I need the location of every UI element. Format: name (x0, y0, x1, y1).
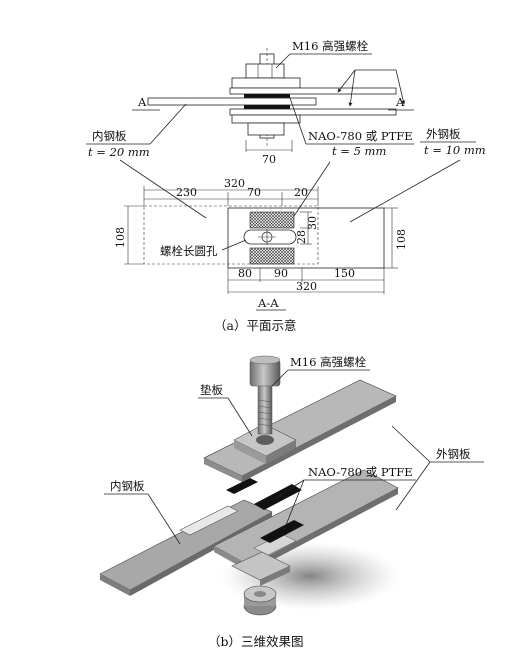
nut (247, 122, 285, 136)
outer-plate-label-plan: 外钢板 (426, 127, 461, 141)
outer-plate-plan (227, 207, 385, 269)
dim-90: 90 (274, 267, 288, 280)
outer-plate-label-3d: 外钢板 (436, 447, 471, 461)
dim-230: 230 (176, 186, 197, 199)
inner-plate-label-plan: 内钢板 (92, 129, 127, 143)
dim-150: 150 (334, 267, 355, 280)
pad-label-plan: NAO-780 或 PTFE (308, 129, 413, 143)
inner-plate-thickness: t = 20 mm (88, 145, 150, 159)
dim-70-plan: 70 (247, 186, 261, 199)
bolt-label-plan: M16 高强螺栓 (292, 39, 369, 53)
dim-28: 28 (295, 230, 308, 244)
pad-top (244, 94, 290, 98)
elevation-view: A A M16 高强螺栓 外钢板 t = 10 mm 内钢板 t = 20 mm… (86, 39, 486, 166)
dim-70-elevation: 70 (262, 153, 276, 166)
washer-bottom (231, 114, 301, 124)
dim-30: 30 (306, 216, 319, 230)
inner-plate-label-3d: 内钢板 (110, 479, 145, 493)
section-mark-right: A (395, 95, 405, 109)
caption-b: （b）三维效果图 (208, 634, 304, 649)
pad-3d-1 (226, 478, 258, 494)
inner-plate-plan (143, 205, 319, 265)
pad-label-3d: NAO-780 或 PTFE (308, 465, 413, 479)
slot-label: 螺栓长圆孔 (160, 244, 218, 258)
dim-320-bottom: 320 (296, 280, 317, 293)
outer-plate-bottom (229, 108, 397, 116)
pad-thickness: t = 5 mm (332, 144, 386, 158)
plan-view: 320 230 70 20 30 28 108 (114, 159, 461, 333)
bolt-shank-3d (257, 383, 273, 435)
inner-plate (147, 97, 317, 106)
dim-108-right: 108 (395, 229, 408, 250)
outer-plate-upper-3d (203, 379, 397, 477)
pad-bottom (244, 105, 290, 109)
caption-a: （a）平面示意 (214, 318, 296, 333)
dim-108-left: 108 (114, 227, 127, 248)
washer-label: 垫板 (200, 383, 223, 397)
isometric-view: M16 高强螺栓 垫板 外钢板 NAO-780 或 PTFE 内钢板 （b）三维… (99, 355, 484, 649)
dim-320-top: 320 (224, 177, 245, 190)
washer-top (231, 77, 301, 89)
pad-lower-plan (249, 247, 295, 265)
dim-20: 20 (294, 186, 308, 199)
pad-upper-plan (249, 211, 295, 229)
outer-plate-thickness: t = 10 mm (424, 143, 486, 157)
section-mark-left: A (137, 95, 147, 109)
pad-3d-3 (260, 520, 304, 543)
bolt-label-3d: M16 高强螺栓 (290, 355, 367, 369)
dim-80: 80 (238, 267, 252, 280)
inner-plate-slot (179, 505, 239, 536)
section-title: A-A (257, 296, 279, 310)
outer-plate-top (229, 87, 397, 95)
